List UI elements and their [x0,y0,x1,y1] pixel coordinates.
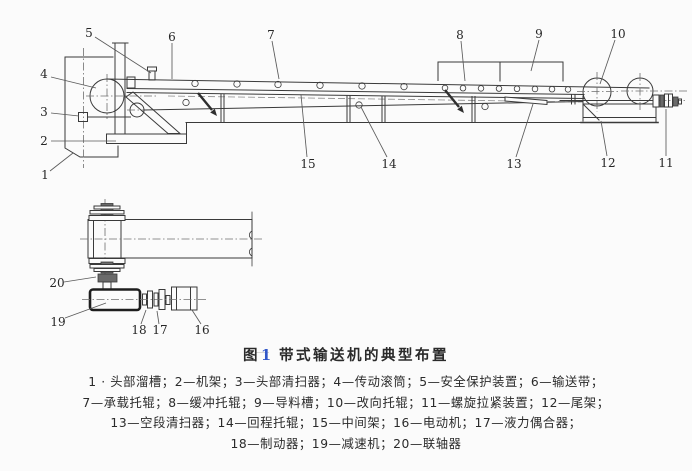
belt-top-line [106,78,650,89]
callout-12: 12 [600,156,615,170]
shaft-coupling-bottom [88,258,126,290]
leader-lines [49,36,667,325]
callout-17: 17 [152,323,167,337]
callout-18: 18 [131,323,146,337]
buffer-idlers [441,84,572,93]
stringer-top-1 [126,87,585,96]
callout-7: 7 [267,28,275,42]
head-post [114,42,126,135]
figure-number: 1 [260,347,272,364]
figure-label-char: 图 [242,348,260,364]
belt-conveyor-diagram: 1 2 3 4 5 6 7 8 9 10 11 12 13 14 15 16 1… [40,26,688,337]
return-belt-line [143,100,584,111]
legend-line-3: 13—空段清扫器；14—回程托辊；15—中间架；16—电动机；17—液力偶合器； [110,416,582,431]
gusset-brace [125,91,182,134]
figure-title-text: 带式输送机的典型布置 [279,348,450,364]
break-line [248,211,253,267]
callout-5: 5 [85,26,93,40]
callout-13: 13 [506,157,521,171]
tail-frame [559,95,659,124]
figure-caption: 图1 带式输送机的典型布置 1 · 头部溜槽；2—机架；3—头部清扫器；4—传动滚… [0,344,692,454]
safety-device-cap [147,66,157,72]
shaft-coupling-top [88,203,126,221]
belt-run [106,78,656,123]
base-plate [106,133,187,144]
callout-16: 16 [194,323,209,337]
callout-8: 8 [456,28,464,42]
drive-plan-view [80,199,262,312]
return-idlers [182,98,489,111]
callout-11: 11 [658,156,673,170]
legend-line-4: 18—制动器；19—减速机；20—联轴器 [230,436,462,451]
motor-16 [171,286,198,311]
scan-artifact [255,352,269,353]
callout-10: 10 [610,27,625,41]
callout-numbers: 1 2 3 4 5 6 7 8 9 10 11 12 13 14 15 16 1… [40,26,673,337]
frame-posts [220,94,576,123]
head-bracket [126,76,136,89]
head-section [64,42,187,168]
carrying-idlers [191,79,408,91]
return-belt-cleaner [504,96,548,106]
callout-2: 2 [40,134,48,148]
flow-arrow-loading [444,89,464,113]
screw-take-up [652,93,682,108]
legend-line-2: 7—承载托辊；8—缓冲托辊；9—导料槽；10—改向托辊；11—螺旋拉紧装置；12… [82,395,610,410]
tail-section [559,72,688,124]
callout-1: 1 [41,168,49,182]
loading-guide-chute [437,61,564,82]
figure-caption-title: 图1 带式输送机的典型布置 [0,344,692,365]
head-cleaner-block [78,112,88,122]
callout-3: 3 [40,105,48,119]
coupling-20 [97,273,118,283]
callout-4: 4 [40,67,48,81]
callout-20: 20 [49,276,64,290]
legend-line-1: 1 · 头部溜槽；2—机架；3—头部清扫器；4—传动滚筒；5—安全保护装置；6—… [88,375,604,389]
callout-14: 14 [381,157,397,171]
callout-9: 9 [535,27,543,41]
flow-arrow-head [197,92,217,116]
callout-6: 6 [168,30,176,44]
callout-19: 19 [50,315,65,329]
head-chute-outline [64,56,119,158]
callout-15: 15 [300,157,315,171]
